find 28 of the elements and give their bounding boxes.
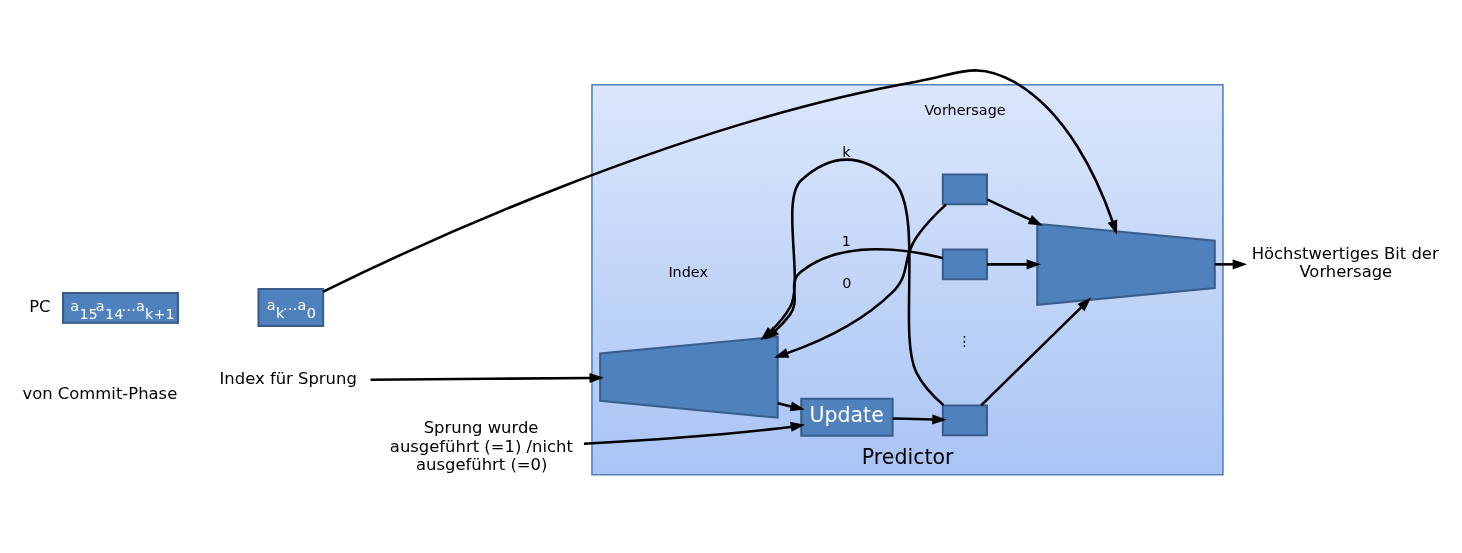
edge-label: k	[841, 143, 851, 160]
arrow	[583, 421, 805, 446]
node-trapezoid	[1035, 222, 1216, 306]
node-text: Höchstwertiges Bit der Vorhersage	[1251, 244, 1439, 282]
arrow	[370, 372, 604, 384]
arrow	[322, 69, 1117, 293]
label: Index	[667, 264, 708, 281]
edge-label: 1	[841, 233, 851, 250]
node-label: PC	[28, 296, 51, 316]
arrow	[892, 414, 947, 425]
arrow	[986, 198, 1043, 226]
node-trapezoid	[598, 335, 779, 419]
edge-label: 0	[841, 275, 851, 292]
arrow	[773, 203, 947, 358]
node-box: Update	[799, 397, 894, 437]
label: Vorhersage	[923, 102, 1006, 119]
arrow	[986, 259, 1041, 270]
label: ⋮	[956, 333, 972, 350]
arrow	[979, 297, 1091, 407]
node-text: Sprung wurde ausgeführt (=1) /nicht ausgeführt (=0)	[389, 418, 573, 475]
node-text: Index für Sprung	[219, 369, 357, 389]
node-box	[941, 173, 988, 206]
arrow	[1214, 259, 1247, 270]
arrow	[777, 401, 805, 412]
node-box	[941, 404, 988, 437]
node-box	[941, 248, 988, 281]
arrow	[759, 158, 944, 407]
label: von Commit-Phase	[22, 383, 177, 403]
